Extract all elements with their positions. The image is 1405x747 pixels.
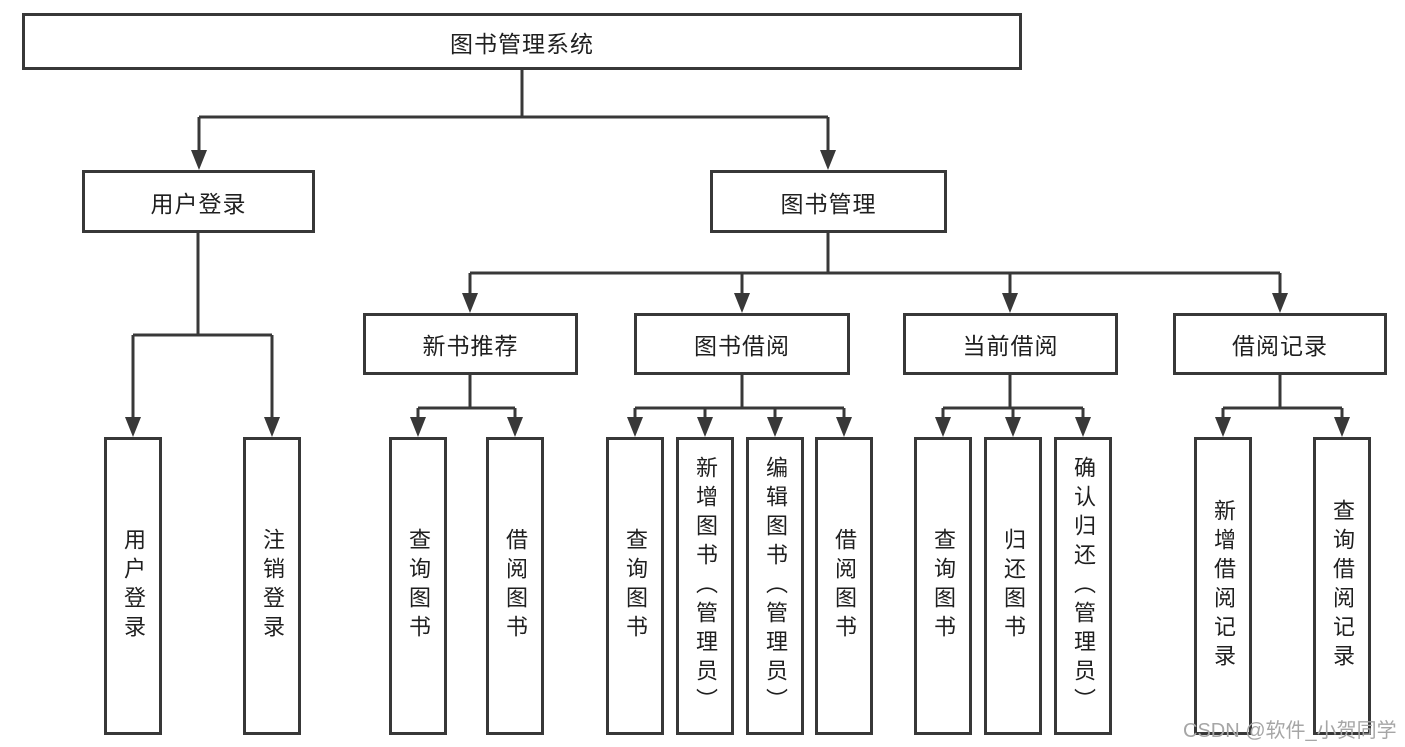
node-label: 新增图书（管理员）: [693, 455, 718, 717]
node-book-management: 图书管理: [710, 170, 947, 233]
node-label: 借阅图书: [832, 528, 857, 644]
node-book-borrowing: 图书借阅: [634, 313, 850, 375]
node-label: 新增借阅记录: [1211, 499, 1236, 673]
connector-current-borrow: [941, 375, 1085, 419]
node-label: 借阅记录: [1232, 333, 1328, 359]
connector-borrow-records: [1221, 375, 1344, 419]
connector-user-login: [131, 233, 274, 419]
node-label: 用户登录: [150, 190, 247, 217]
node-label: 当前借阅: [962, 333, 1059, 359]
leaf-borrow-books-under-new-book: 借阅图书: [486, 437, 544, 735]
leaf-query-books-under-current: 查询图书: [914, 437, 972, 735]
node-label: 用户登录: [121, 528, 146, 644]
node-label: 归还图书: [1001, 528, 1026, 644]
node-label: 查询借阅记录: [1330, 499, 1355, 673]
node-label: 新书推荐: [422, 333, 519, 359]
node-label: 查询图书: [406, 528, 431, 644]
leaf-edit-book-admin: 编辑图书（管理员）: [746, 437, 804, 735]
csdn-watermark: CSDN @软件_小贺同学: [1183, 720, 1397, 742]
leaf-query-borrow-record: 查询借阅记录: [1313, 437, 1371, 735]
leaf-user-login: 用户登录: [104, 437, 162, 735]
node-label: 图书管理: [780, 190, 877, 217]
node-label: 注销登录: [260, 528, 285, 644]
node-library-management-system: 图书管理系统: [22, 13, 1022, 70]
node-user-login-branch: 用户登录: [82, 170, 315, 233]
node-label: 查询图书: [623, 528, 648, 644]
node-label: 查询图书: [931, 528, 956, 644]
node-new-book-recommendation: 新书推荐: [363, 313, 578, 375]
arrowheads: [125, 150, 1350, 437]
node-label: 图书借阅: [694, 333, 790, 359]
leaf-confirm-return-admin: 确认归还（管理员）: [1054, 437, 1112, 735]
leaf-borrow-books-under-borrowing: 借阅图书: [815, 437, 873, 735]
node-label: 确认归还（管理员）: [1071, 455, 1096, 717]
connector-new-book-rec: [416, 375, 517, 419]
leaf-query-books-under-new-book: 查询图书: [389, 437, 447, 735]
leaf-add-borrow-record: 新增借阅记录: [1194, 437, 1252, 735]
node-label: 借阅图书: [503, 528, 528, 644]
node-label: 图书管理系统: [450, 30, 594, 57]
leaf-return-book: 归还图书: [984, 437, 1042, 735]
node-label: 编辑图书（管理员）: [763, 455, 788, 717]
node-borrowing-records: 借阅记录: [1173, 313, 1387, 375]
leaf-add-book-admin: 新增图书（管理员）: [676, 437, 734, 735]
leaf-logout: 注销登录: [243, 437, 301, 735]
leaf-query-books-under-borrowing: 查询图书: [606, 437, 664, 735]
connector-book-borrow: [633, 375, 846, 419]
connector-root: [197, 70, 830, 152]
connector-book-mgmt: [468, 233, 1282, 295]
node-current-borrowing: 当前借阅: [903, 313, 1118, 375]
